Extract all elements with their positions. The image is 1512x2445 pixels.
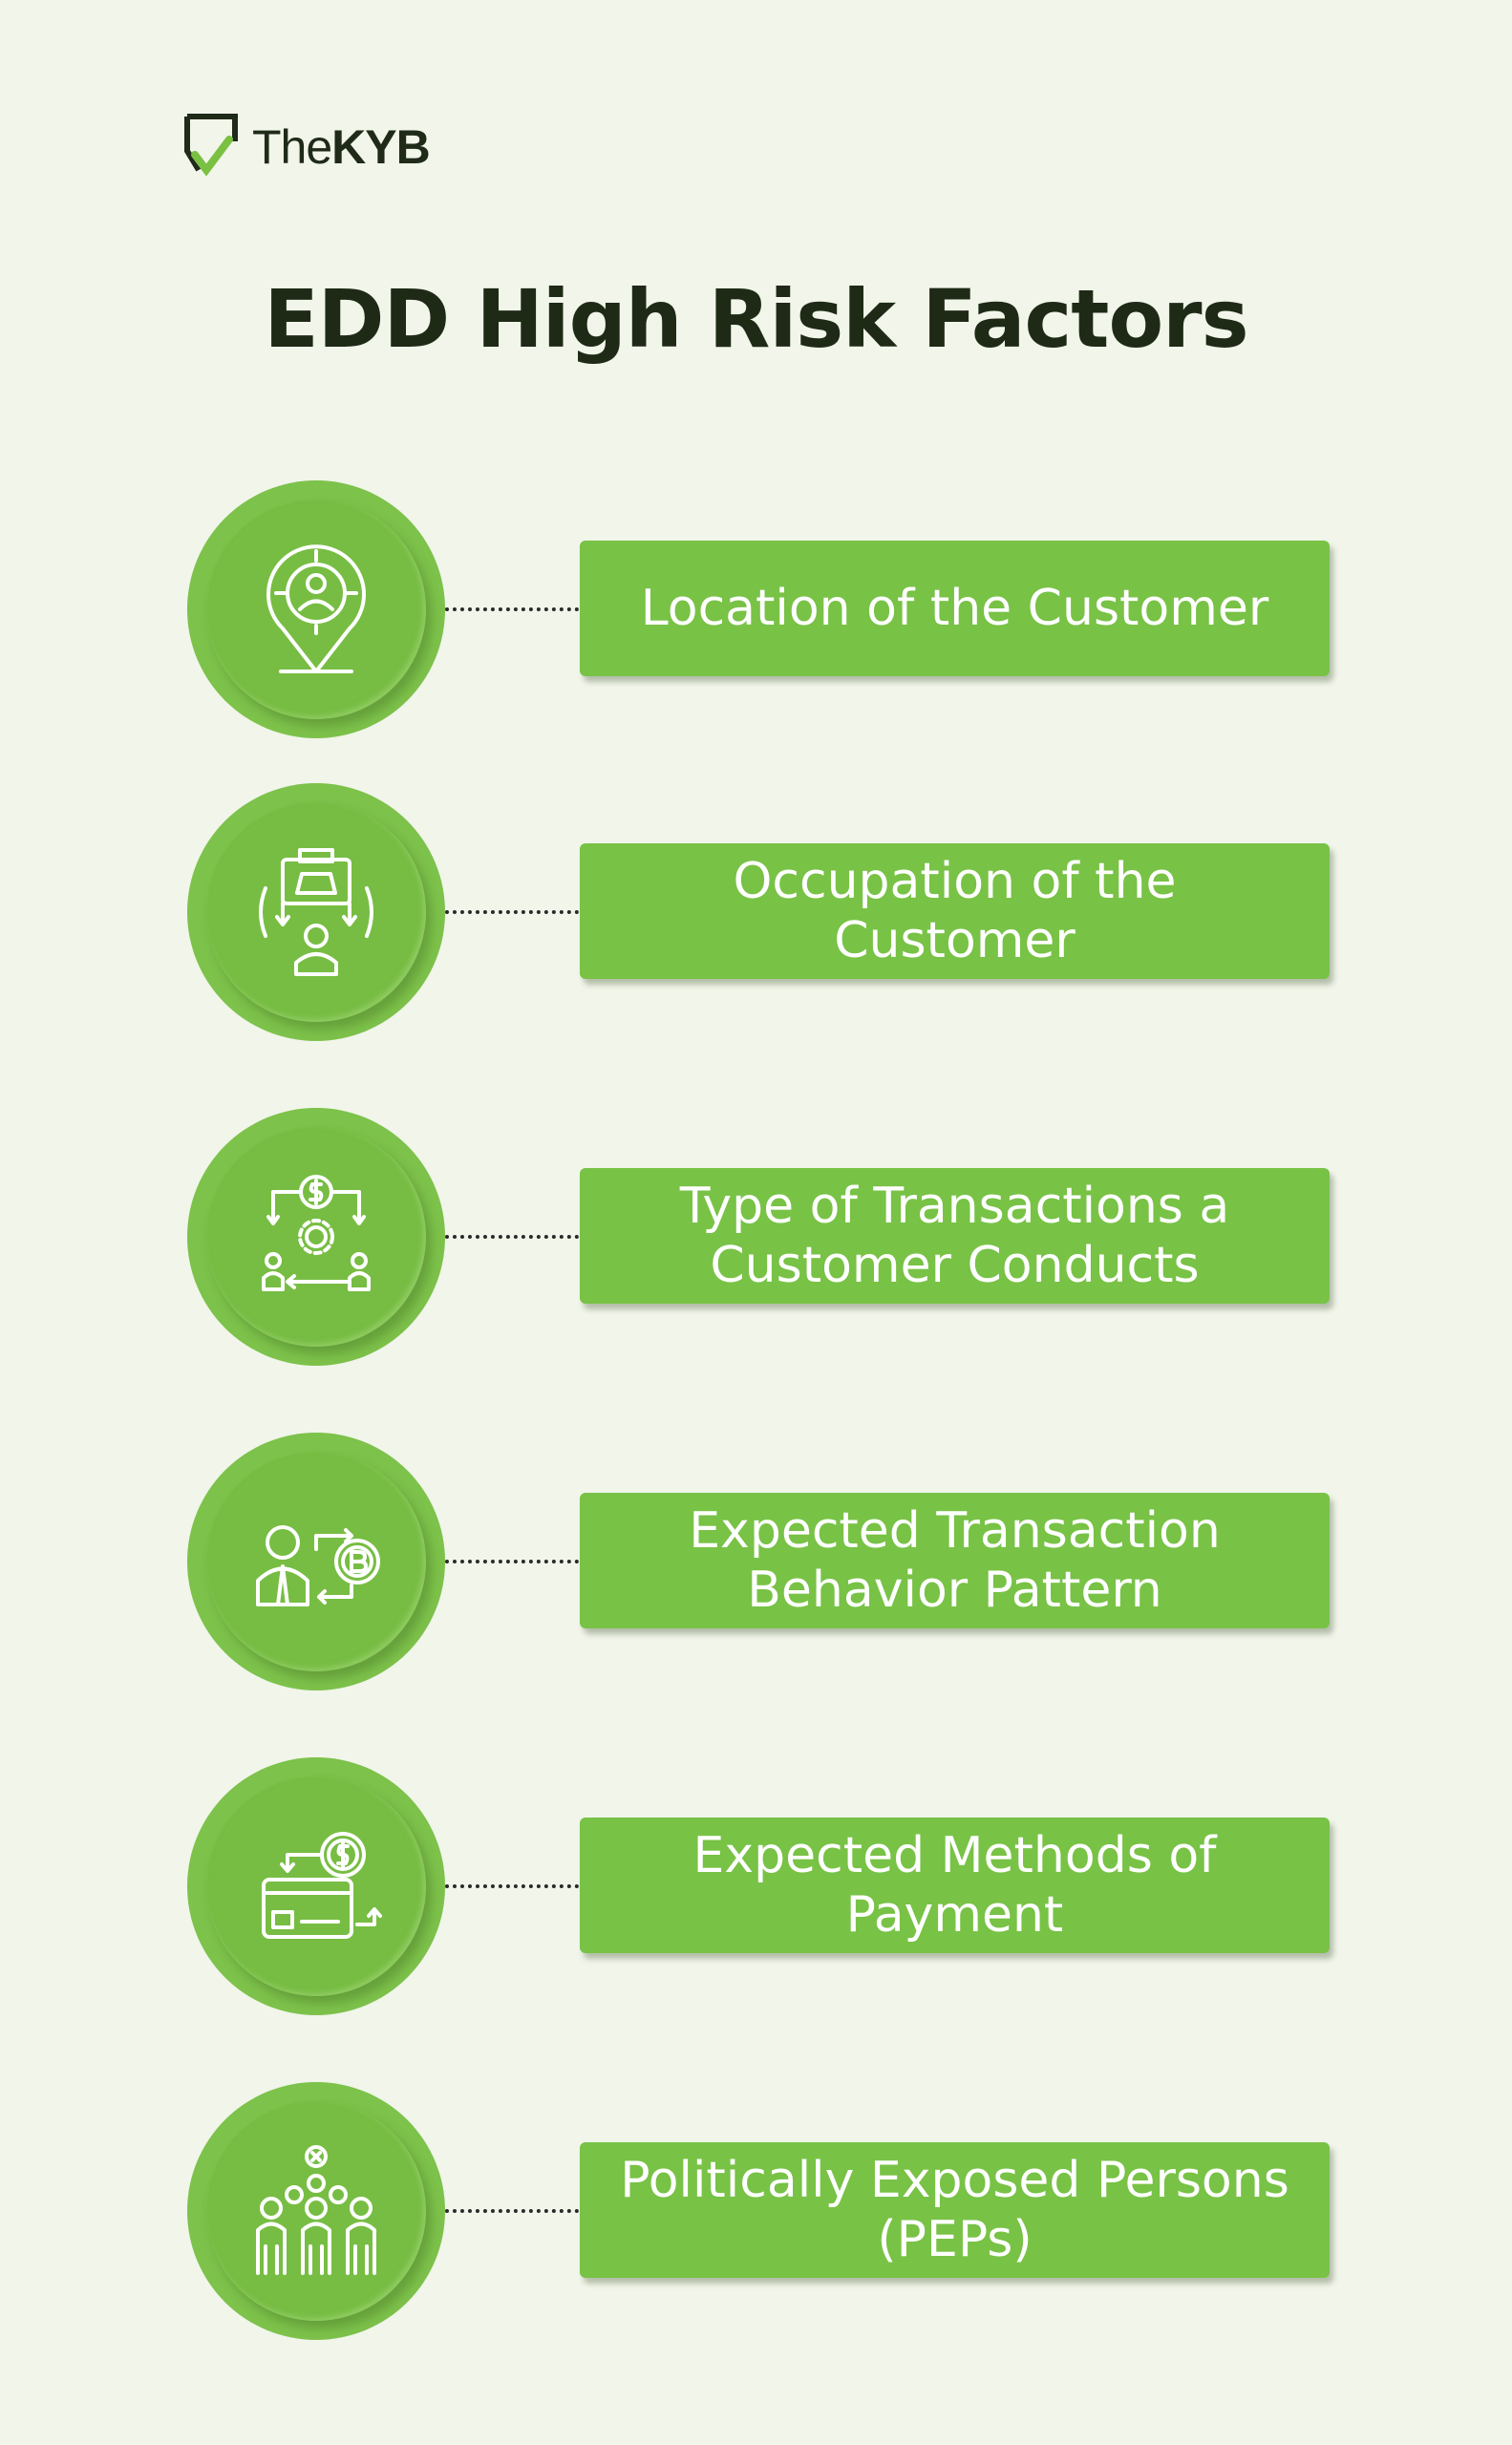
brand-name: TheKYB — [252, 119, 431, 175]
factor-icon-circle — [187, 1757, 445, 2015]
page-title: EDD High Risk Factors — [264, 272, 1248, 366]
occupation-icon — [259, 848, 373, 976]
factor-row: Occupation of the Customer — [0, 783, 1512, 1041]
factor-label-box: Location of the Customer — [580, 541, 1330, 676]
connector-dots — [445, 1235, 579, 1239]
factor-row: Expected Methods of Payment — [0, 1757, 1512, 2015]
factor-label: Occupation of the Customer — [733, 853, 1177, 969]
connector-dots — [445, 2209, 579, 2213]
brand-logo: TheKYB — [181, 113, 431, 181]
bitcoin-exchange-icon — [256, 1525, 380, 1606]
factor-label: Location of the Customer — [640, 580, 1269, 637]
connector-dots — [445, 1884, 579, 1888]
factor-label: Type of Transactions a Customer Conducts — [679, 1178, 1230, 1294]
factor-icon-circle — [187, 783, 445, 1041]
factor-row: Type of Transactions a Customer Conducts — [0, 1108, 1512, 1366]
factor-label: Expected Transaction Behavior Pattern — [689, 1502, 1221, 1619]
factor-label-box: Politically Exposed Persons (PEPs) — [580, 2142, 1330, 2278]
shield-check-icon — [184, 114, 238, 177]
payment-card-icon — [262, 1832, 382, 1939]
location-person-icon — [266, 544, 366, 673]
factor-row: Location of the Customer — [0, 480, 1512, 738]
factor-label: Expected Methods of Payment — [692, 1827, 1217, 1944]
transaction-cycle-icon — [262, 1175, 371, 1291]
connector-dots — [445, 910, 579, 914]
connector-dots — [445, 607, 579, 611]
brand-kyb: KYB — [331, 120, 431, 174]
connector-dots — [445, 1560, 579, 1563]
factor-row: Expected Transaction Behavior Pattern — [0, 1433, 1512, 1690]
factor-label: Politically Exposed Persons (PEPs) — [620, 2152, 1289, 2268]
factor-label-box: Occupation of the Customer — [580, 843, 1330, 979]
people-group-icon — [256, 2145, 376, 2275]
factor-label-box: Type of Transactions a Customer Conducts — [580, 1168, 1330, 1304]
factor-icon-circle — [187, 2082, 445, 2340]
factor-label-box: Expected Transaction Behavior Pattern — [580, 1493, 1330, 1628]
factor-row: Politically Exposed Persons (PEPs) — [0, 2082, 1512, 2340]
factor-icon-circle — [187, 1433, 445, 1690]
factor-icon-circle — [187, 1108, 445, 1366]
factor-label-box: Expected Methods of Payment — [580, 1818, 1330, 1953]
factor-icon-circle — [187, 480, 445, 738]
brand-the: The — [252, 120, 332, 174]
